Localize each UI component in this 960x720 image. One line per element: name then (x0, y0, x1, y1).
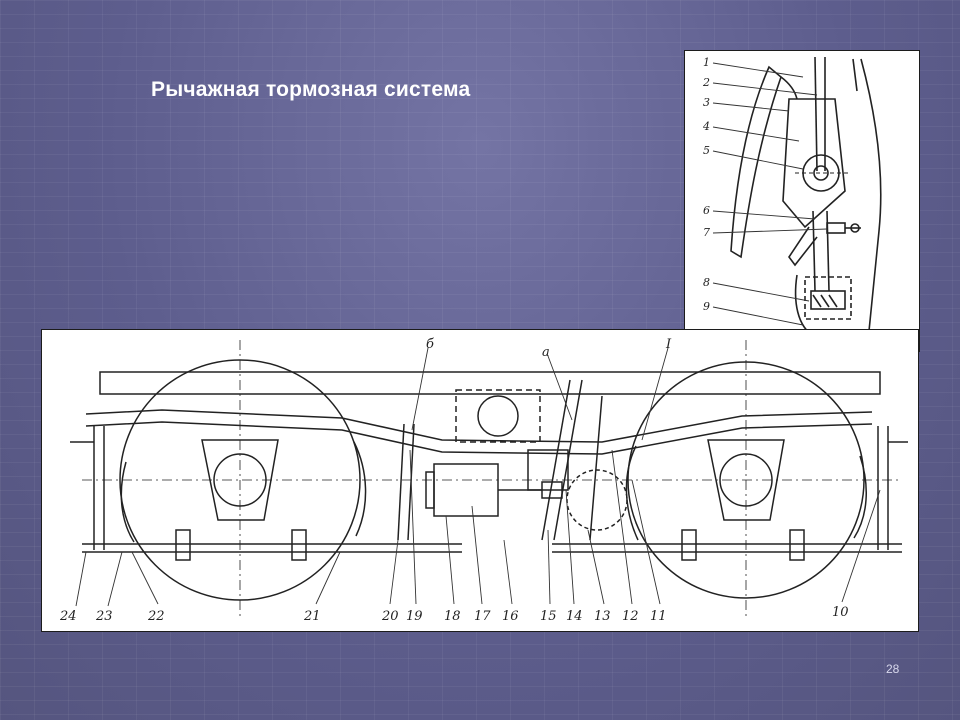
page-number: 28 (886, 662, 900, 676)
main-label-bottom-10: 14 (566, 609, 583, 624)
brake-rigging-drawing: б а I 24 23 22 21 20 19 18 17 16 15 14 1… (59, 337, 908, 624)
detail-callout-8: 8 (703, 276, 710, 289)
main-label-bottom-13: 11 (650, 609, 667, 624)
main-label-bottom-7: 17 (474, 609, 491, 624)
main-label-bottom-4: 20 (381, 609, 399, 624)
detail-callout-4: 4 (702, 120, 710, 133)
main-label-top-1: а (542, 345, 550, 360)
main-label-bottom-11: 13 (594, 609, 611, 624)
slide-title: Рычажная тормозная система (151, 78, 471, 101)
detail-callout-3: 3 (703, 96, 710, 109)
detail-callout-9: 9 (703, 300, 710, 313)
main-label-top-0: б (426, 337, 434, 352)
detail-callout-2: 2 (702, 76, 710, 89)
main-label-bottom-12: 12 (622, 609, 639, 624)
detail-callout-1: 1 (703, 56, 710, 69)
main-label-bottom-14: 10 (832, 605, 849, 620)
main-label-bottom-2: 22 (147, 609, 165, 624)
main-label-bottom-3: 21 (303, 609, 321, 624)
main-label-top-2: I (665, 337, 672, 352)
detail-callout-5: 5 (703, 144, 710, 157)
brake-shoe-detail-drawing: 1 2 3 4 5 6 7 8 9 (702, 56, 882, 351)
detail-callout-7: 7 (703, 226, 710, 239)
main-diagram: б а I 24 23 22 21 20 19 18 17 16 15 14 1… (41, 329, 919, 632)
main-label-bottom-8: 16 (502, 609, 519, 624)
detail-callout-6: 6 (703, 204, 710, 217)
main-label-bottom-1: 23 (95, 609, 113, 624)
main-label-bottom-5: 19 (406, 609, 423, 624)
main-label-bottom-6: 18 (444, 609, 461, 624)
main-label-bottom-9: 15 (540, 609, 557, 624)
main-label-bottom-0: 24 (59, 609, 77, 624)
detail-diagram: 1 2 3 4 5 6 7 8 9 (684, 50, 920, 352)
